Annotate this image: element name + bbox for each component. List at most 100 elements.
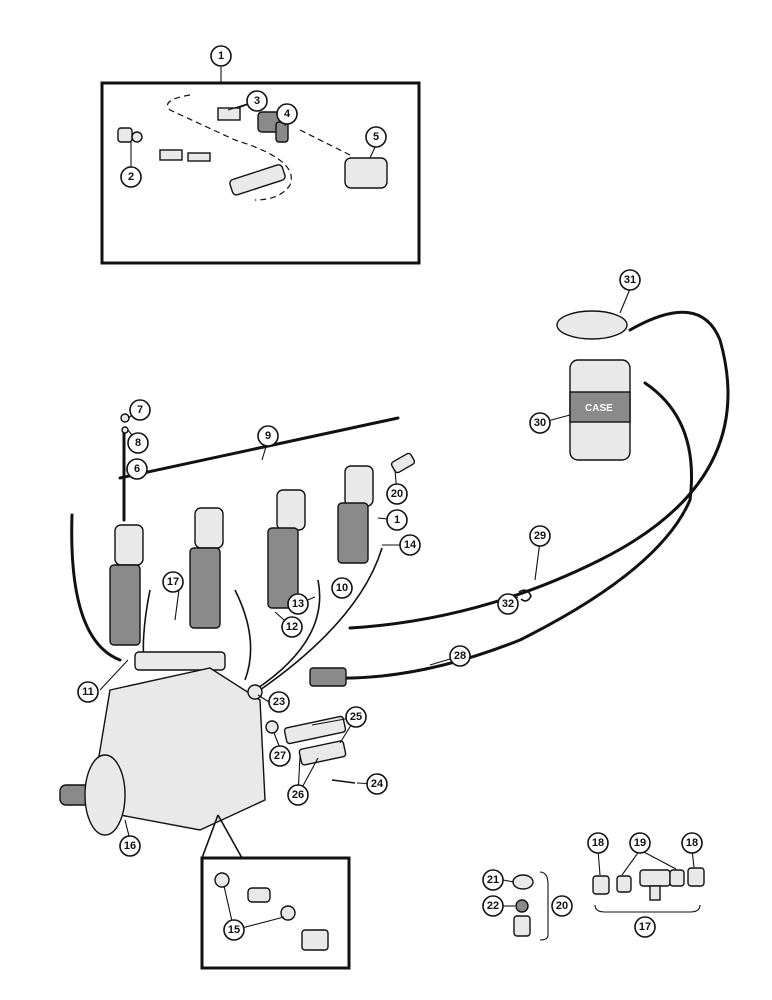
callout-11: 11 (77, 681, 99, 703)
callout-24: 24 (366, 773, 388, 795)
injector-3-part (276, 489, 306, 531)
fuel-line-29-part (348, 310, 730, 630)
tee-stem-part (649, 885, 661, 901)
callout-6-text: 6 (134, 463, 140, 475)
callout-19: 19 (629, 832, 651, 854)
callout-18-left: 18 (587, 832, 609, 854)
callout-21-text: 21 (487, 874, 499, 886)
filter-band-part (569, 391, 631, 423)
callout-5: 5 (365, 126, 387, 148)
callout-10-text: 10 (336, 582, 348, 594)
callout-16: 16 (119, 835, 141, 857)
callout-10: 10 (331, 577, 353, 599)
callout-7-text: 7 (137, 404, 143, 416)
callout-32-text: 32 (502, 598, 514, 610)
callout-15: 15 (223, 919, 245, 941)
injector-4-body (337, 502, 369, 564)
callout-4: 4 (276, 103, 298, 125)
callout-30-text: 30 (534, 417, 546, 429)
valve-body-part (513, 915, 531, 937)
callout-23-text: 23 (273, 696, 285, 708)
callout-27-text: 27 (274, 750, 286, 762)
fittings-detail-inset (200, 814, 351, 970)
fuel-line-28-part (333, 381, 694, 680)
washer-15b-part (280, 905, 296, 921)
callout-1-mid-text: 1 (394, 514, 400, 526)
filter-lid-31-part (556, 310, 628, 340)
callout-8-text: 8 (135, 437, 141, 449)
injector-inset-frame (100, 81, 421, 265)
callout-14: 14 (399, 534, 421, 556)
plate-26-part (298, 740, 347, 766)
o-ring-part (131, 131, 143, 143)
spring-small-part (187, 152, 211, 162)
callout-17-kit-text: 17 (639, 921, 651, 933)
callout-22-text: 22 (487, 900, 499, 912)
callout-25: 25 (345, 706, 367, 728)
callout-25-text: 25 (350, 711, 362, 723)
cap-5-part (344, 157, 388, 189)
callout-7: 7 (129, 399, 151, 421)
nozzle-cap-part (117, 127, 133, 143)
spring-part (159, 149, 183, 161)
callout-23: 23 (268, 691, 290, 713)
fitting-23-part (247, 684, 263, 700)
injector-line-2 (234, 589, 252, 681)
callout-18-right: 18 (681, 832, 703, 854)
callout-17-kit: 17 (634, 916, 656, 938)
cap-dashed-line (299, 129, 351, 156)
callout-26: 26 (287, 784, 309, 806)
injection-pump-assembly (59, 413, 400, 836)
pump-flange-part (84, 754, 126, 836)
callout-26-text: 26 (292, 789, 304, 801)
callout-20-kit: 20 (551, 895, 573, 917)
callout-32: 32 (497, 593, 519, 615)
nut-7-part (120, 413, 130, 423)
callout-20-kit-text: 20 (556, 900, 568, 912)
callout-21: 21 (482, 869, 504, 891)
callout-30: 30 (529, 412, 551, 434)
injector-4-part (344, 465, 374, 507)
clip-32-part (518, 589, 532, 602)
injector-1-part (114, 524, 144, 566)
callout-6: 6 (126, 458, 148, 480)
callout-2-text: 2 (128, 171, 134, 183)
tee-fitting-part (134, 651, 226, 671)
callout-15-text: 15 (228, 924, 240, 936)
callout-24-text: 24 (371, 778, 384, 790)
injector-line-3 (254, 579, 321, 691)
callout-18-left-text: 18 (592, 837, 604, 849)
callout-3: 3 (246, 90, 268, 112)
injector-body-part (229, 164, 286, 196)
callout-1-top: 1 (210, 45, 232, 67)
washer-27-part (265, 720, 279, 734)
bolt-head-part (301, 929, 329, 951)
callout-20-mid-text: 20 (391, 488, 403, 500)
callout-19-text: 19 (634, 837, 646, 849)
injector-row (109, 465, 374, 646)
fittings-inset-frame (200, 856, 351, 970)
banjo-fitting-part (247, 887, 271, 903)
filter-brand-text: CASE (585, 403, 613, 414)
line-fitting-28-part (309, 667, 347, 687)
fuel-filter-assembly: CASE (309, 310, 730, 687)
callout-14-text: 14 (404, 539, 417, 551)
leak-off-line-part (70, 416, 400, 662)
callout-8: 8 (127, 432, 149, 454)
sleeve-19-right-part (669, 869, 685, 887)
callout-1-top-text: 1 (218, 50, 224, 62)
nut-18-left-part (592, 875, 610, 895)
injector-2-body (189, 547, 221, 629)
washer-15a-part (214, 872, 230, 888)
callout-2: 2 (120, 166, 142, 188)
callout-13-text: 13 (292, 598, 304, 610)
callout-9: 9 (257, 425, 279, 447)
callout-12-text: 12 (286, 621, 298, 633)
fitting-20-part (390, 452, 416, 474)
injector-line-4 (259, 547, 383, 691)
washer-part (275, 121, 289, 143)
callout-12: 12 (281, 616, 303, 638)
tee-body-part (639, 869, 671, 887)
tee-kit-17 (592, 867, 705, 913)
